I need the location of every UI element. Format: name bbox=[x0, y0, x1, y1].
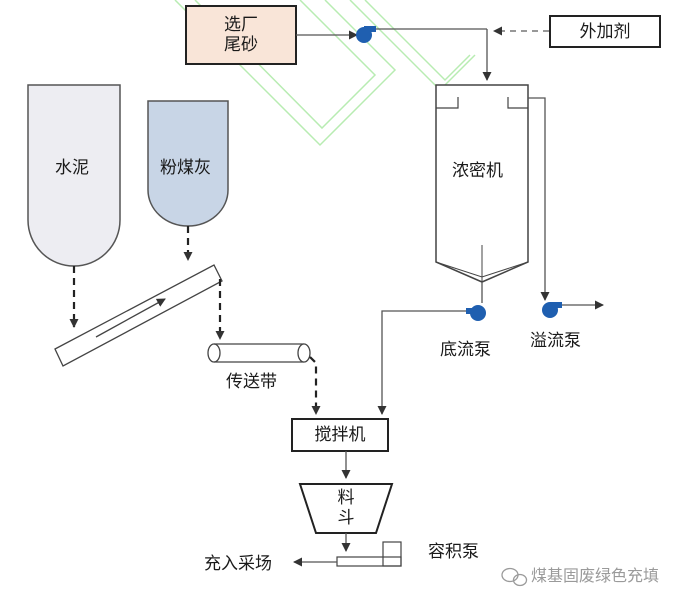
top-pump-icon bbox=[356, 26, 376, 43]
underflow-pump-icon bbox=[466, 305, 486, 321]
volume-pump-label: 容积泵 bbox=[428, 542, 479, 562]
hopper-label-line1: 料 bbox=[337, 488, 355, 508]
thickener-label: 浓密机 bbox=[452, 161, 503, 181]
conveyor-to-mixer-dashed bbox=[309, 356, 321, 415]
underflow-pump-label: 底流泵 bbox=[440, 340, 491, 360]
cement-label: 水泥 bbox=[55, 158, 89, 178]
conveyor-belt bbox=[207, 343, 311, 363]
overflow-pump-label: 溢流泵 bbox=[530, 331, 581, 351]
mixer-box bbox=[291, 418, 389, 452]
overflow-line bbox=[528, 97, 550, 301]
flyash-silo bbox=[147, 100, 229, 227]
additive-box bbox=[549, 15, 661, 48]
hopper-label: 料 斗 bbox=[316, 486, 376, 530]
tailings-box bbox=[185, 5, 297, 65]
wechat-icon bbox=[501, 567, 528, 587]
hopper-shape bbox=[298, 483, 394, 534]
tailings-label-line2: 尾砂 bbox=[224, 35, 258, 55]
thickener-tank bbox=[435, 84, 529, 283]
underflow-to-mixer-line bbox=[377, 310, 466, 415]
tailings-label-line1: 选厂 bbox=[224, 15, 258, 35]
tailings-label: 选厂 尾砂 bbox=[186, 6, 296, 64]
inclined-belt bbox=[54, 264, 223, 367]
additive-label: 外加剂 bbox=[579, 21, 631, 42]
overflow-pump-icon bbox=[542, 302, 562, 318]
mixer-label: 搅拌机 bbox=[314, 425, 366, 445]
flyash-label: 粉煤灰 bbox=[160, 158, 211, 178]
hopper-label-line2: 斗 bbox=[337, 508, 355, 528]
cement-silo bbox=[27, 84, 121, 267]
fill-stope-label: 充入采场 bbox=[204, 554, 272, 574]
conveyor-label: 传送带 bbox=[226, 372, 277, 392]
watermark-text: 煤基固废绿色充填 bbox=[531, 566, 660, 585]
